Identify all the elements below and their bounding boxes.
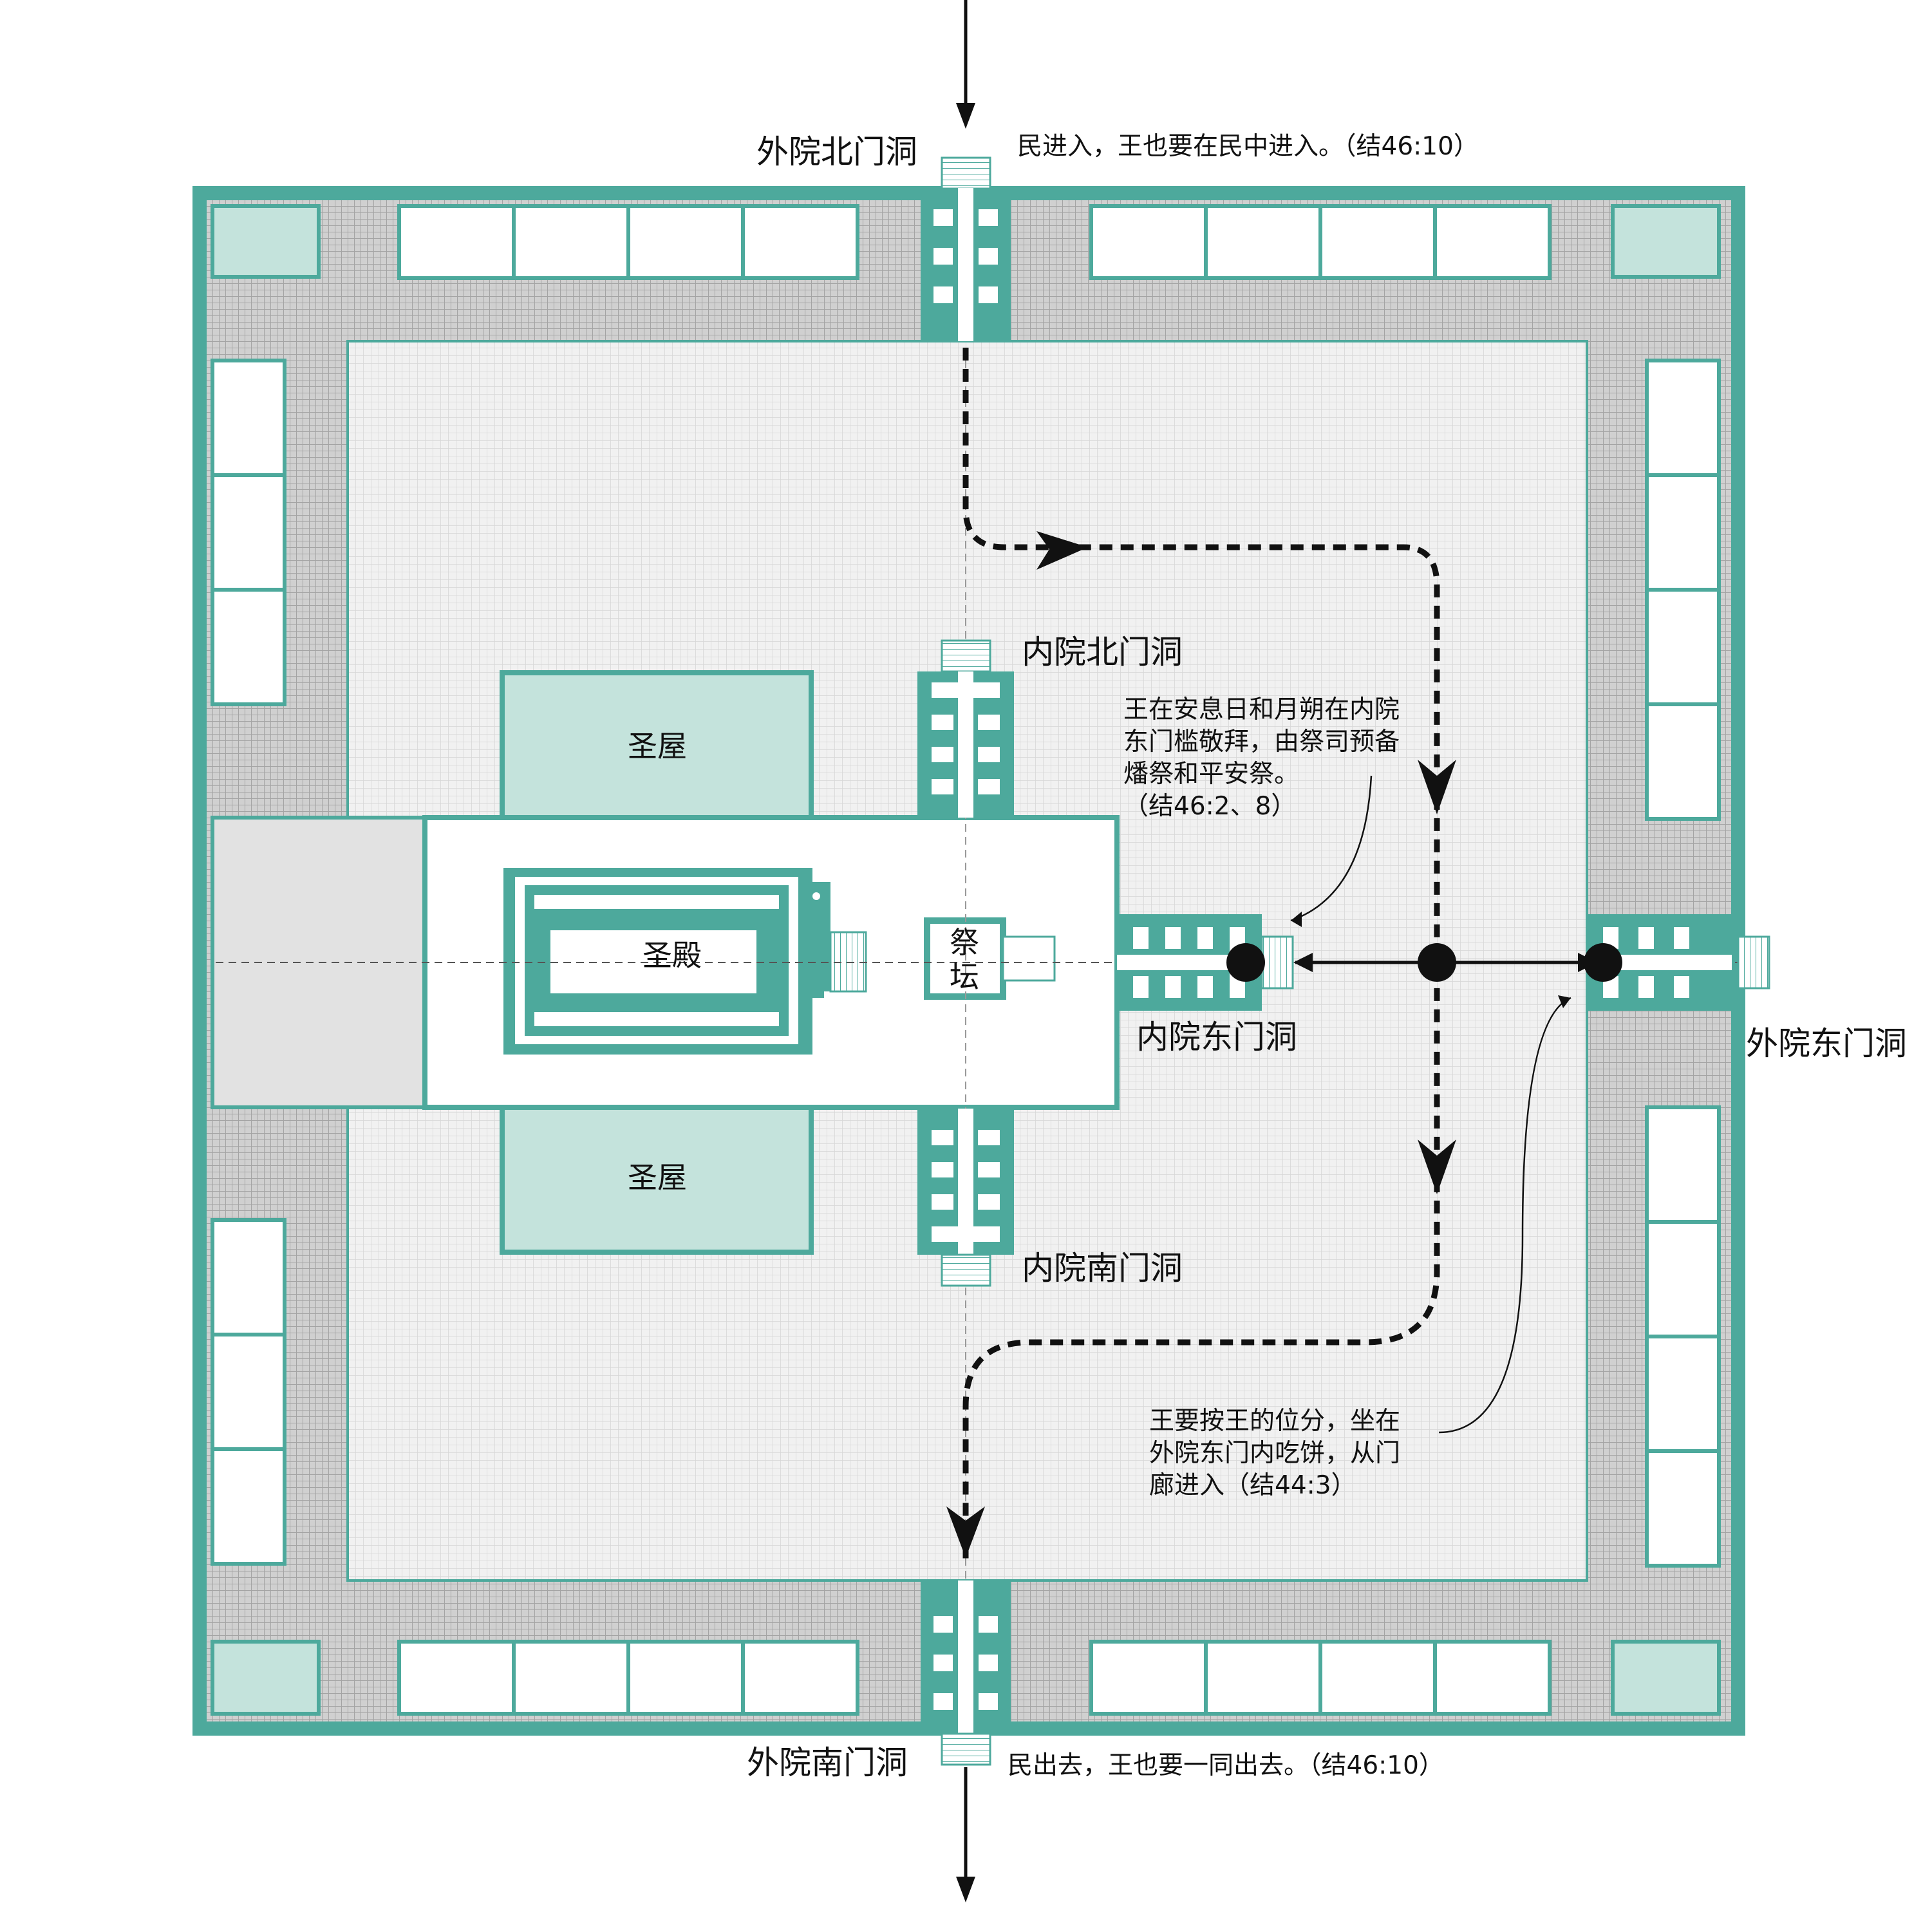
exit-arrow-south: [956, 1767, 975, 1902]
inner-south-gate: [917, 1109, 1014, 1287]
outer-chambers-south: [397, 1640, 1552, 1716]
arrow-down-icon: [956, 1877, 975, 1902]
label-inner-south-gate: 内院南门洞: [1022, 1250, 1183, 1287]
note-sabbath-3: 燔祭和平安祭。: [1123, 760, 1299, 789]
arrow-down-icon: [956, 103, 975, 129]
label-altar-2: 坛: [950, 959, 979, 994]
temple: [503, 868, 867, 1055]
note-sabbath-4: （结46:2、8）: [1123, 792, 1296, 821]
note-east-gate-3: 廊进入（结44:3）: [1149, 1471, 1356, 1500]
position-dot-icon: [1418, 943, 1456, 982]
note-north-entry: 民进入，王也要在民中进入。（结46:10）: [1017, 132, 1479, 161]
label-holy-chamber-south: 圣屋: [628, 1160, 687, 1195]
dashed-route-arrow-icon: [1036, 531, 1088, 570]
label-outer-south-gate: 外院南门洞: [747, 1744, 908, 1781]
holy-chamber-south: [500, 1105, 814, 1255]
prince-position-line: [1226, 943, 1622, 982]
label-temple: 圣殿: [642, 938, 702, 973]
leader-line-sabbath: [1290, 775, 1373, 922]
label-altar-1: 祭: [950, 925, 979, 960]
outer-chambers-north: [397, 204, 1552, 280]
dashed-route-arrow-icon: [1418, 1140, 1456, 1194]
note-east-gate-2: 外院东门内吃饼，从门: [1149, 1439, 1400, 1468]
position-dot-icon: [1584, 943, 1622, 982]
leader-arrowhead-icon: [1291, 912, 1302, 927]
label-outer-east-gate: 外院东门洞: [1746, 1025, 1907, 1062]
note-sabbath-2: 东门槛敬拜，由祭司预备: [1123, 727, 1400, 756]
position-dot-icon: [1226, 943, 1265, 982]
outer-north-gate: [921, 156, 1011, 341]
note-east-gate-1: 王要按王的位分，坐在: [1149, 1407, 1400, 1436]
outer-south-gate: [921, 1580, 1011, 1766]
label-holy-chamber-north: 圣屋: [628, 729, 687, 764]
label-inner-north-gate: 内院北门洞: [1022, 633, 1183, 671]
dashed-route-arrow-icon: [1418, 760, 1456, 814]
leader-line-east: [1438, 997, 1571, 1434]
entry-arrow-north: [956, 0, 975, 129]
outer-chambers-east: [1645, 359, 1721, 1568]
label-outer-north-gate: 外院北门洞: [756, 133, 917, 171]
corner-kitchens: [211, 204, 1721, 1716]
note-south-exit: 民出去，王也要一同出去。（结46:10）: [1008, 1751, 1444, 1780]
outer-chambers-west: [211, 359, 286, 1566]
dashed-route: [962, 348, 1440, 1564]
note-sabbath-1: 王在安息日和月朔在内院: [1123, 695, 1400, 724]
dashed-route-arrow-icon: [946, 1506, 985, 1558]
inner-north-gate: [917, 639, 1014, 818]
leader-arrowhead-icon: [1558, 995, 1571, 1008]
holy-chamber-north: [500, 670, 814, 820]
label-inner-east-gate: 内院东门洞: [1136, 1018, 1297, 1056]
